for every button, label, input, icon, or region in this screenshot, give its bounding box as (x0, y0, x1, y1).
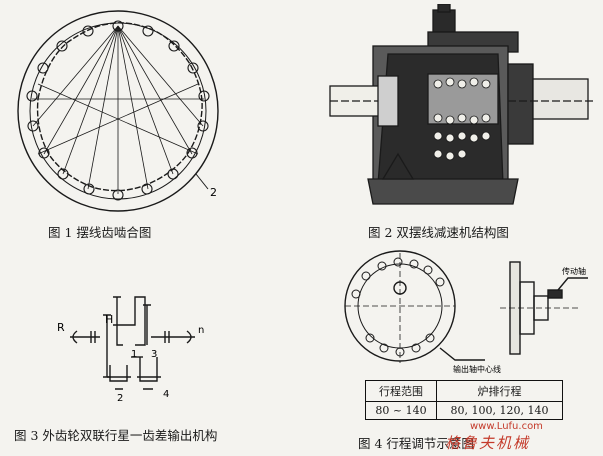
watermark-text: 格鲁夫机械 (445, 434, 531, 452)
fig3-caption: 图 3 外齿轮双联行星一齿差输出机构 (14, 428, 218, 443)
cycloid-profile (36, 22, 203, 192)
drive-shaft-bolt (547, 289, 563, 299)
carrier-H (113, 296, 146, 346)
gear-2 (109, 365, 128, 382)
fig2-caption: 图 2 双摆线减速机结构图 (368, 225, 509, 240)
fig3-label-n: n (198, 325, 204, 336)
fig3-label-3: 3 (151, 349, 157, 360)
table-cell: 80 ~ 140 (365, 401, 437, 420)
fig3-label-4: 4 (163, 389, 169, 400)
fig4-label-output-centerline: 输出轴中心线 (453, 364, 501, 374)
pin-circle (29, 22, 207, 200)
fig3-label-H: H (105, 313, 113, 326)
watermark-url: www.Lufu.com (470, 421, 543, 432)
fig2-reducer-structure-drawing (329, 4, 596, 205)
stroke-table: 行程范围 炉排行程 80 ~ 140 80, 100, 120, 140 (365, 380, 564, 420)
leader-output-centerline (439, 347, 485, 361)
contact-lines (32, 25, 204, 194)
fig4-label-drive-shaft: 传动轴 (562, 266, 586, 276)
fig1-label-2: 2 (210, 186, 217, 199)
adjust-holes (351, 257, 445, 357)
fig3-label-2: 2 (117, 393, 123, 404)
table-cell: 80, 100, 120, 140 (435, 401, 564, 420)
fig3-planetary-mechanism-drawing: R H n 1 2 3 4 (57, 296, 204, 404)
fig3-label-1: 1 (131, 349, 137, 360)
fig1-cycloid-mesh-drawing: 2 (17, 10, 219, 212)
fig4-stroke-adjust-drawing: 传动轴 输出轴中心线 (344, 250, 588, 374)
pin-teeth (26, 20, 210, 201)
fig3-label-R: R (57, 321, 65, 334)
leader-2 (195, 173, 209, 190)
mounting-base (367, 178, 519, 205)
leader-drive-shaft (557, 277, 588, 291)
table-header-cell: 行程范围 (365, 380, 437, 402)
table-row: 80 ~ 140 80, 100, 120, 140 (365, 401, 564, 420)
table-header-cell: 炉排行程 (435, 380, 564, 402)
outer-housing-circle (17, 10, 219, 212)
motor-top-box (432, 9, 456, 33)
table-header-row: 行程范围 炉排行程 (365, 380, 564, 402)
gear-4 (139, 357, 158, 382)
fig4-caption: 图 4 行程调节示意图 (358, 436, 474, 451)
fig1-caption: 图 1 摆线齿啮合图 (48, 225, 152, 240)
